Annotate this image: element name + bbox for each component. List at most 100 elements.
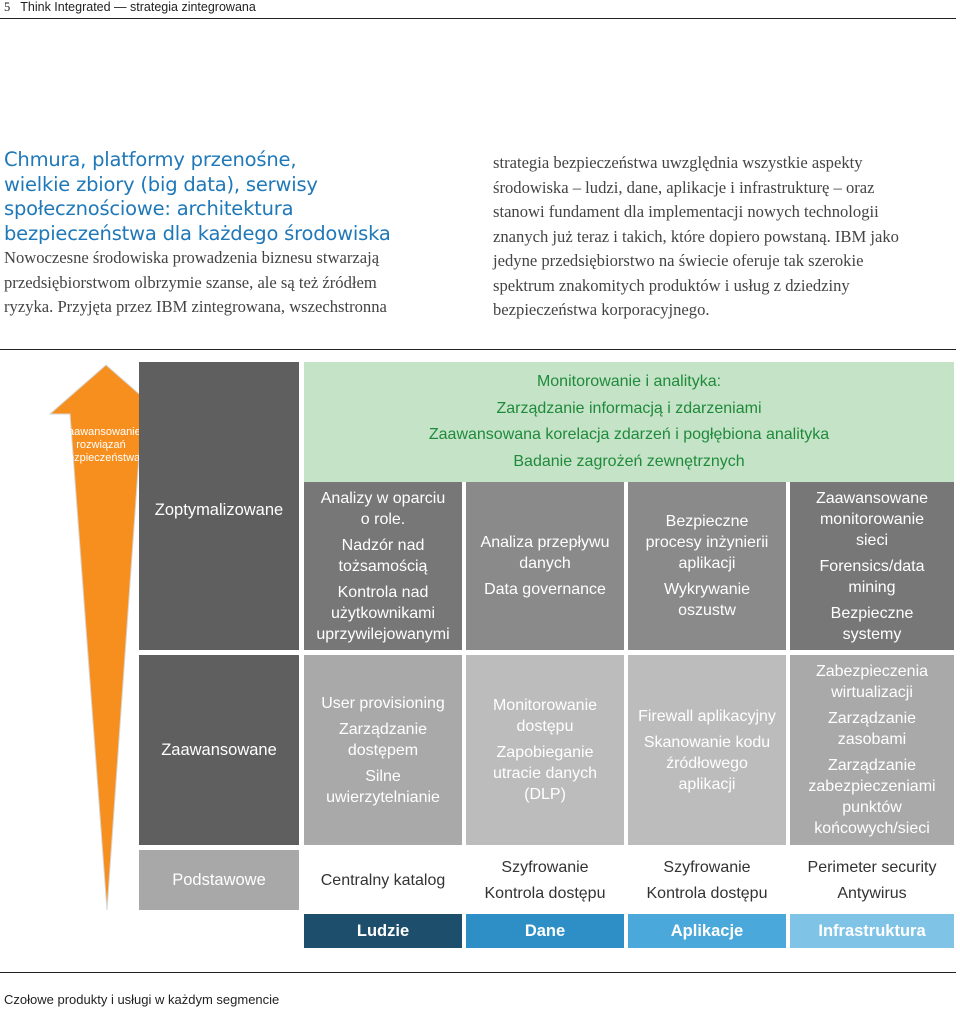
cell-text-line: zabezpieczeniami bbox=[808, 778, 936, 795]
cell-text-line: źródłowego bbox=[666, 754, 748, 772]
cell-text-line: Monitorowanie bbox=[492, 697, 598, 714]
cell-text-line: Silne bbox=[365, 767, 401, 785]
arrow-label-line: bezpieczeństwa bbox=[61, 452, 141, 464]
cell-text-line: utracie danych bbox=[492, 765, 598, 782]
heading-line: Chmura, platformy przenośne, bbox=[4, 148, 297, 171]
cell-optimized-people: Analizy w oparciu o role. Nadzór nad tożsam… bbox=[304, 482, 462, 650]
body-line: strategia bezpieczeństwa uwzględnia wszy… bbox=[493, 153, 863, 172]
cell-text-line: Szyfrowanie bbox=[501, 858, 589, 876]
cell-text-line: Zapobieganie bbox=[496, 744, 594, 761]
cell-text-line: danych bbox=[519, 555, 571, 572]
cell-text-line: systemy bbox=[842, 625, 902, 643]
cell-text-line: Wykrywanie bbox=[663, 581, 751, 598]
cell-text-line: końcowych/sieci bbox=[814, 820, 930, 837]
cell-text-line: użytkownikami bbox=[330, 604, 436, 622]
cell-text-line: User provisioning bbox=[321, 694, 445, 712]
cell-text-line: o role. bbox=[360, 510, 406, 528]
article-heading: Chmura, platformy przenośne, wielkie zbi… bbox=[4, 148, 464, 246]
arrow-label: Zaawansowanie rozwiązań bezpieczeństwa bbox=[52, 426, 150, 465]
footer-caption: Czołowe produkty i usługi w każdym segme… bbox=[4, 992, 280, 1007]
level-name: Zoptymalizowane bbox=[154, 501, 284, 519]
cell-text-line: Nadzór nad bbox=[341, 536, 425, 554]
cell-text-line: dostępu bbox=[516, 718, 574, 735]
cell-text-line: Zarządzanie bbox=[827, 757, 917, 774]
heading-line: bezpieczeństwa dla każdego środowiska bbox=[4, 221, 391, 245]
body-line: znanych już teraz i takich, które dopier… bbox=[493, 226, 899, 246]
body-line: bezpieczeństwa korporacyjnego. bbox=[493, 300, 710, 319]
column-people: Ludzie bbox=[304, 914, 462, 948]
column-infrastructure: Infrastruktura bbox=[790, 914, 954, 948]
cell-text-line: Perimeter security bbox=[807, 858, 937, 876]
body-line: przedsiębiorstwom olbrzymie szanse, ale … bbox=[4, 272, 377, 292]
cell-text-line: mining bbox=[848, 578, 896, 596]
level-name: Zaawansowane bbox=[161, 740, 277, 759]
cell-text-line: zasobami bbox=[837, 731, 907, 748]
body-line: spektrum znakomitych produktów i usług z… bbox=[493, 275, 850, 295]
cell-text-line: Data governance bbox=[484, 581, 606, 598]
header-rule bbox=[0, 18, 956, 19]
cell-text-line: Zarządzanie bbox=[338, 720, 428, 738]
cell-text-line: monitorowanie bbox=[819, 510, 925, 528]
footer-rule bbox=[0, 972, 956, 973]
cell-text-line: dostępem bbox=[347, 741, 419, 759]
cell-basic-people: Centralny katalog bbox=[304, 850, 462, 910]
level-advanced-label: Zaawansowane bbox=[139, 655, 299, 845]
arrow-label-line: rozwiązań bbox=[76, 439, 126, 451]
body-line: środowiska – ludzi, dane, aplikacje i in… bbox=[493, 177, 875, 197]
cell-text-line: sieci bbox=[855, 531, 888, 549]
cell-text-line: aplikacji bbox=[678, 775, 736, 793]
arrow-label-line: Zaawansowanie bbox=[61, 426, 141, 438]
page-number: 5 bbox=[4, 0, 11, 14]
body-line: ryzyka. Przyjęta przez IBM zintegrowana,… bbox=[4, 297, 387, 316]
cell-text-line: Firewall aplikacyjny bbox=[638, 707, 776, 725]
cell-text-line: Analizy w oparciu bbox=[320, 489, 446, 507]
cell-text-line: Centralny katalog bbox=[320, 871, 446, 889]
cell-text-line: Skanowanie kodu bbox=[643, 733, 771, 751]
level-optimized-label: Zoptymalizowane bbox=[139, 482, 299, 650]
body-line: jedyne przedsiębiorstwo na świecie oferu… bbox=[493, 251, 864, 270]
cell-text-line: punktów bbox=[842, 799, 902, 816]
column-data: Dane bbox=[466, 914, 624, 948]
column-label: Aplikacje bbox=[670, 921, 744, 940]
header-title: Think Integrated — strategia zintegrowan… bbox=[20, 0, 256, 14]
cell-text-line: Bezpieczne bbox=[665, 513, 749, 530]
cell-text-line: (DLP) bbox=[524, 786, 566, 803]
cell-text-line: Forensics/data bbox=[819, 557, 925, 575]
cell-text-line: wirtualizacji bbox=[831, 684, 913, 701]
monitoring-analytics-band: Monitorowanie i analityka: Zarządzanie i… bbox=[304, 362, 954, 482]
cell-text-line: Kontrola dostępu bbox=[646, 884, 768, 902]
body-line: Nowoczesne środowiska prowadzenia biznes… bbox=[4, 248, 380, 267]
cell-text-line: Zaawansowane bbox=[815, 489, 929, 507]
cell-text-line: Kontrola dostępu bbox=[484, 884, 606, 902]
monitoring-item: Zaawansowana korelacja zdarzeń i pogłębi… bbox=[428, 426, 830, 443]
level-name: Podstawowe bbox=[172, 870, 266, 889]
cell-text-line: Bezpieczne bbox=[830, 604, 914, 622]
cell-text-line: Szyfrowanie bbox=[663, 858, 751, 876]
level-header-block bbox=[139, 362, 299, 482]
cell-text-line: Zabezpieczenia bbox=[815, 663, 929, 680]
cell-text-line: uwierzytelnianie bbox=[326, 788, 440, 806]
cell-text-line: oszustw bbox=[678, 602, 736, 619]
monitoring-item: Zarządzanie informacją i zdarzeniami bbox=[496, 399, 762, 417]
body-line: stanowi fundament dla implementacji nowy… bbox=[493, 202, 879, 221]
monitoring-title: Monitorowanie i analityka: bbox=[536, 373, 722, 390]
column-label: Dane bbox=[524, 921, 566, 940]
cell-text-line: Analiza przepływu bbox=[480, 534, 610, 551]
article-body-left: Nowoczesne środowiska prowadzenia biznes… bbox=[4, 246, 474, 320]
level-basic-label: Podstawowe bbox=[139, 850, 299, 910]
section-rule bbox=[0, 349, 956, 350]
column-label: Ludzie bbox=[356, 921, 410, 940]
cell-text-line: tożsamością bbox=[338, 557, 428, 575]
monitoring-item: Badanie zagrożeń zewnętrznych bbox=[513, 452, 745, 470]
heading-line: wielkie zbiory (big data), serwisy bbox=[4, 172, 318, 196]
page-header: 5 Think Integrated — strategia zintegrowa… bbox=[4, 0, 256, 17]
